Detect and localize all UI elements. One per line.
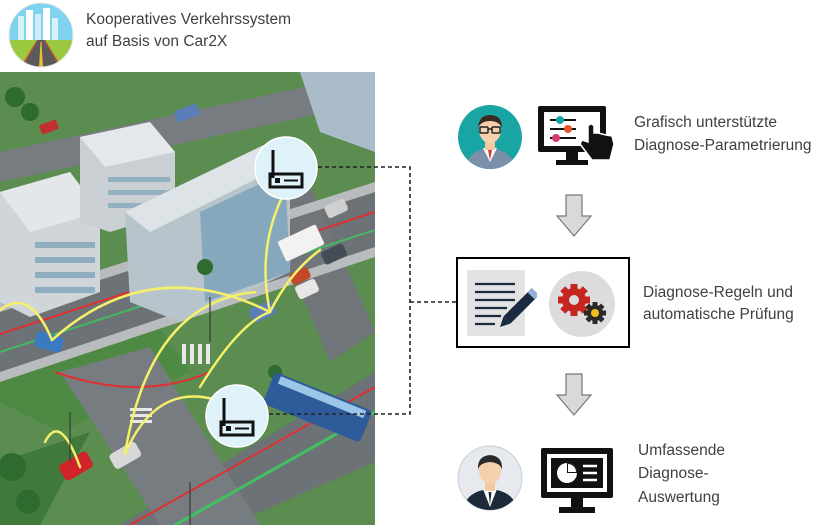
step-rules-line1: Diagnose-Regeln und xyxy=(643,284,793,301)
header-title-line2: auf Basis von Car2X xyxy=(86,33,228,50)
step-parametrization-line2: Diagnose-Parametrierung xyxy=(634,137,812,154)
flow-down-arrow-icon-2 xyxy=(555,373,593,416)
city-traffic-illustration xyxy=(0,72,375,525)
user-avatar-icon xyxy=(457,445,523,511)
roadside-unit-icon xyxy=(254,136,318,200)
person-avatar-icon xyxy=(458,105,522,169)
step-evaluation-line3: Auswertung xyxy=(638,489,720,506)
report-monitor-icon xyxy=(541,448,613,513)
step-parametrization-line1: Grafisch unterstützte xyxy=(634,114,778,131)
city-road-logo-icon xyxy=(8,2,74,68)
header-title-line1: Kooperatives Verkehrssystem xyxy=(86,11,292,28)
step-evaluation-line1: Umfassende xyxy=(638,442,726,459)
gears-icon xyxy=(549,271,615,337)
step-rules-line2: automatische Prüfung xyxy=(643,306,794,323)
step-evaluation-line2: Diagnose- xyxy=(638,465,709,482)
touch-monitor-icon xyxy=(538,106,615,165)
vehicle-onboard-unit-icon xyxy=(205,384,269,448)
flow-down-arrow-icon xyxy=(555,194,593,237)
document-pen-icon xyxy=(467,270,537,336)
